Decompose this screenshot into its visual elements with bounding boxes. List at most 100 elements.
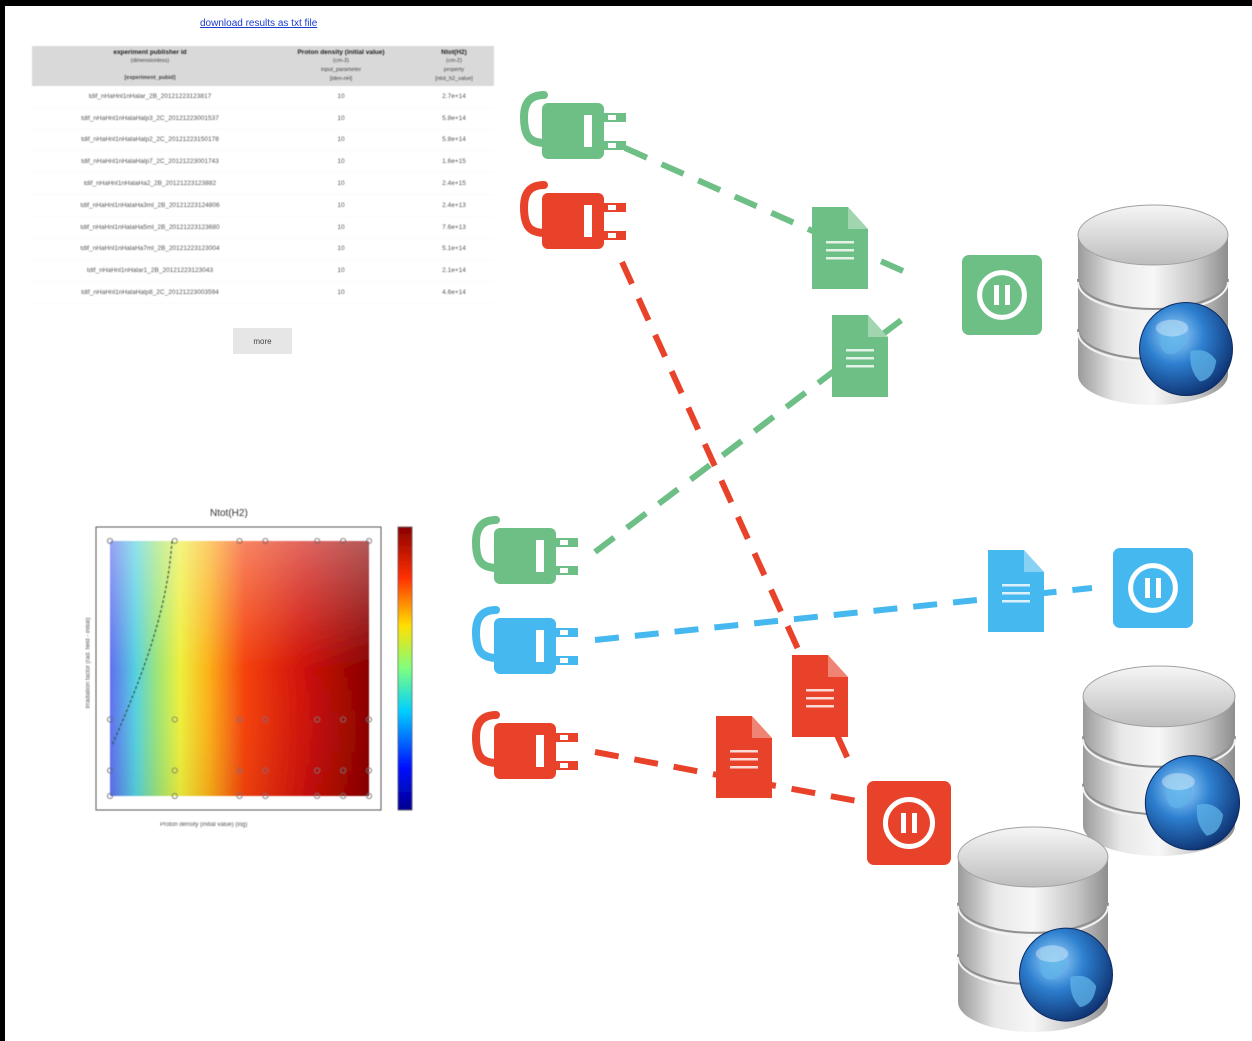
proton-density-cell: 10	[268, 150, 414, 174]
more-button[interactable]: more	[233, 328, 292, 354]
column-type: input_parameter	[320, 67, 362, 73]
results-table: experiment publisher id (dimensionless) …	[32, 46, 494, 304]
colorbar	[397, 526, 413, 811]
sample-point	[365, 767, 372, 774]
document-blue-icon	[988, 550, 1044, 632]
column-header-proton-density[interactable]: Proton density (initial value) (cm-3) in…	[268, 46, 414, 86]
sockets	[867, 255, 1193, 865]
left-border	[0, 0, 5, 1041]
experiment-id-cell: tdif_nHaHnl1nHalaHa5ml_2B_20121223123680	[32, 216, 268, 239]
sample-point	[262, 793, 269, 800]
sample-point	[171, 793, 178, 800]
column-header-ntot[interactable]: Ntot(H2) (cm-2) property [ntot_h2_value]	[414, 46, 494, 86]
sample-point	[171, 538, 178, 545]
plug-red-bottom-icon	[471, 711, 578, 779]
sample-point	[236, 716, 243, 723]
proton-density-cell: 10	[268, 86, 414, 108]
ntot-cell: 4.6e+14	[414, 281, 494, 304]
document-red-2-icon	[716, 716, 772, 798]
sample-point	[236, 767, 243, 774]
connection-green-top	[623, 145, 914, 278]
socket-green-icon	[962, 255, 1042, 335]
sample-point	[107, 767, 114, 774]
ntot-cell: 5.8e+14	[414, 107, 494, 130]
sample-point	[340, 716, 347, 723]
database-globe-bottom-icon	[957, 826, 1113, 1032]
proton-density-cell: 10	[268, 129, 414, 152]
table-row: tdif_nHaHnl1nHalaHalp3_2C_20121223001537…	[32, 107, 494, 130]
experiment-id-cell: tdif_nHaHnl1nHalaHalp8_2C_20121223003594	[32, 281, 268, 304]
experiment-id-cell: tdif_nHaHnl1nHalar1_2B_20121223123043	[32, 259, 268, 283]
ntot-cell: 2.7e+14	[414, 86, 494, 108]
plug-blue-icon	[471, 606, 578, 674]
document-green-2-icon	[832, 315, 888, 397]
proton-density-cell: 10	[268, 238, 414, 261]
column-header-experiment[interactable]: experiment publisher id (dimensionless) …	[32, 46, 268, 86]
ntot-cell: 1.6e+15	[414, 150, 494, 174]
sample-point	[262, 538, 269, 545]
experiment-id-cell: tdif_nHaHnl1nHalaHa3ml_2B_20121223124806	[32, 194, 268, 217]
column-unit: (dimensionless)	[130, 58, 170, 64]
table-row: tdif_nHaHnl1nHalaHa3ml_2B_20121223124806…	[32, 194, 494, 217]
column-unit: (cm-3)	[333, 58, 349, 64]
table-row: tdif_nHaHnl1nHalaHalp8_2C_20121223003594…	[32, 281, 494, 304]
databases	[957, 204, 1241, 1032]
column-title: Proton density (initial value)	[297, 49, 385, 56]
socket-blue-icon	[1113, 548, 1193, 628]
experiment-id-cell: tdif_nHaHnl1nHalaHalp2_2C_20121223150178	[32, 129, 268, 152]
column-type: property	[443, 67, 465, 73]
plugs	[471, 91, 626, 779]
sample-point	[171, 716, 178, 723]
experiment-id-cell: tdif_nHaHnl1nHalaHalp3_2C_20121223001537	[32, 107, 268, 130]
sample-point	[314, 716, 321, 723]
heatmap-x-axis-label: Proton density (initial value) (log)	[160, 822, 248, 828]
sample-point	[340, 767, 347, 774]
experiment-id-cell: tdif_nHaHnl1nHalaHa7ml_2B_20121223123004	[32, 238, 268, 261]
plug-red-top-icon	[519, 181, 626, 249]
proton-density-cell: 10	[268, 107, 414, 130]
sample-point	[171, 767, 178, 774]
proton-density-cell: 10	[268, 216, 414, 239]
plug-green-top-icon	[519, 91, 626, 159]
top-border	[0, 0, 1252, 6]
sample-point	[314, 538, 321, 545]
socket-red-icon	[867, 781, 951, 865]
ntot-cell: 5.1e+14	[414, 238, 494, 261]
database-globe-middle-icon	[1082, 665, 1241, 856]
sample-point	[236, 793, 243, 800]
sample-point	[107, 793, 114, 800]
ntot-cell: 2.1e+14	[414, 259, 494, 283]
sample-point	[365, 793, 372, 800]
document-red-1-icon	[792, 655, 848, 737]
sample-point	[314, 793, 321, 800]
sample-point	[236, 538, 243, 545]
column-key: [experiment_pubid]	[124, 75, 176, 81]
sample-point	[365, 538, 372, 545]
sample-point	[107, 716, 114, 723]
experiment-id-cell: tdif_nHaHnl1nHalaHalp7_2C_20121223001743	[32, 150, 268, 174]
column-title: experiment publisher id	[113, 49, 187, 56]
proton-density-cell: 10	[268, 172, 414, 195]
column-key: [ntot_h2_value]	[435, 76, 473, 82]
documents	[716, 207, 1044, 798]
sample-points	[107, 538, 372, 800]
heatmap-title: Ntot(H2)	[210, 508, 248, 519]
download-results-link[interactable]: download results as txt file	[200, 18, 318, 29]
sample-point	[340, 538, 347, 545]
proton-density-cell: 10	[268, 281, 414, 304]
ntot-cell: 5.8e+14	[414, 129, 494, 152]
sample-point	[107, 538, 114, 545]
experiment-id-cell: tdif_nHaHnl1nHalar_2B_20121223123817	[32, 86, 268, 108]
column-unit: (cm-2)	[446, 58, 462, 64]
sample-point	[365, 716, 372, 723]
column-key: [iden-nH]	[329, 76, 353, 82]
contour-line	[111, 540, 173, 746]
column-title: Ntot(H2)	[441, 49, 467, 56]
plug-green-middle-icon	[471, 516, 578, 584]
